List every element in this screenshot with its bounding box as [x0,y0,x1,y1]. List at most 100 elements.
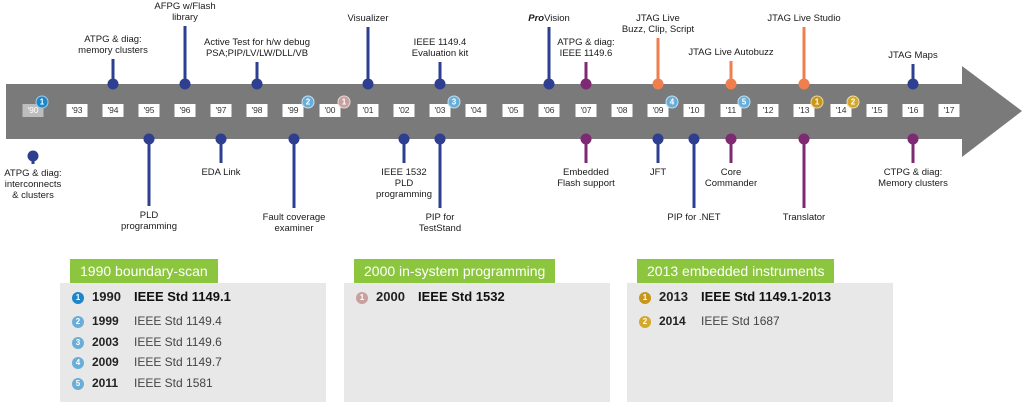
event-label: ATPG & diag: memory clusters [78,34,148,56]
standard-row: 1 2013 IEEE Std 1149.1-2013 [639,290,831,304]
event-connector [584,62,588,84]
standard-badge: 5 [72,377,84,390]
event-connector [911,64,915,84]
standard-badge: 1 [639,292,651,304]
standard-badge: 2 [639,316,651,328]
standard-row: 2 2014 IEEE Std 1687 [639,314,780,328]
event-connector [729,139,733,163]
event-connector [402,139,406,163]
event-marker [543,78,555,90]
standard-year: 2014 [659,314,686,328]
standard-year: 2000 [376,289,405,304]
event-marker [27,150,39,162]
event-marker [688,133,700,145]
year-tick: '12 [757,104,779,117]
event-connector [656,139,660,163]
event-marker [652,133,664,145]
event-connector [255,62,259,84]
panel-header-embedded-instruments: 2013 embedded instruments [637,259,835,283]
standard-badge: 1 [72,292,84,304]
event-label: ATPG & diag: IEEE 1149.6 [557,37,615,59]
event-marker [434,78,446,90]
event-label: Active Test for h/w debug PSA;PIP/LV/LW/… [204,37,310,59]
event-label: PLD programming [121,210,177,232]
event-connector [656,38,660,84]
event-label: EDA Link [201,167,241,178]
standard-year: 2009 [92,355,119,369]
panel-in-system-programming [344,283,610,402]
event-marker [798,78,810,90]
year-tick: '95 [138,104,160,117]
event-label: JTAG Live Autobuzz [688,47,774,58]
year-tick: '14 [830,104,852,117]
year-tick: '94 [102,104,124,117]
event-marker [580,78,592,90]
standard-name: IEEE Std 1581 [134,375,213,390]
standard-name: IEEE Std 1149.1-2013 [701,289,832,304]
year-tick: '11 [720,104,742,117]
standard-badge: 4 [665,95,679,109]
standard-badge: 4 [72,357,84,369]
event-connector [292,139,296,208]
event-marker [434,133,446,145]
event-label: ATPG & diag: interconnects & clusters [4,168,62,201]
event-connector [802,139,806,208]
event-label: IEEE 1149.4 Evaluation kit [411,37,469,59]
year-tick: '01 [357,104,379,117]
standard-year: 2013 [659,289,688,304]
event-label: JTAG Live Studio [767,13,841,24]
year-tick: '17 [938,104,960,117]
year-tick: '97 [210,104,232,117]
year-tick: '04 [465,104,487,117]
standard-name: IEEE Std 1687 [701,314,780,328]
panel-header-in-system-programming: 2000 in-system programming [354,259,556,283]
year-tick: '13 [793,104,815,117]
event-marker [798,133,810,145]
event-marker [251,78,263,90]
event-marker [652,78,664,90]
event-label: IEEE 1532 PLD programming [376,167,432,200]
event-label: PIP for .NET [667,212,721,223]
year-tick: '96 [174,104,196,117]
event-label: Embedded Flash support [557,167,615,189]
event-connector [729,61,733,84]
year-tick: '93 [66,104,88,117]
standard-badge: 3 [447,95,461,109]
year-tick: '10 [683,104,705,117]
event-marker [288,133,300,145]
year-tick: '00 [319,104,341,117]
standard-name: IEEE Std 1149.6 [134,334,222,349]
standard-badge: 1 [35,95,49,109]
year-tick: '08 [611,104,633,117]
event-label: PIP for TestStand [418,212,462,234]
year-tick: '98 [246,104,268,117]
year-tick: '06 [538,104,560,117]
event-connector [584,139,588,163]
standard-name: IEEE Std 1532 [418,289,505,304]
event-marker [398,133,410,145]
event-label: Visualizer [347,13,389,24]
event-marker [107,78,119,90]
standard-name: IEEE Std 1149.1 [134,289,231,304]
event-label: Translator [782,212,826,223]
year-tick: '03 [429,104,451,117]
standard-badge: 1 [337,95,351,109]
standard-badge: 2 [301,95,315,109]
event-label: JTAG Maps [888,50,938,61]
year-tick: '07 [575,104,597,117]
year-tick: '15 [866,104,888,117]
standard-badge: 1 [810,95,824,109]
event-label: ProVision [528,13,570,24]
year-tick: '05 [502,104,524,117]
event-connector [438,62,442,84]
standard-badge: 5 [737,95,751,109]
panel-embedded-instruments [627,283,893,402]
event-marker [179,78,191,90]
year-tick: '16 [902,104,924,117]
event-label: CTPG & diag: Memory clusters [878,167,948,189]
standard-row: 5 2011 IEEE Std 1581 [72,376,213,390]
event-label: JFT [649,167,667,178]
standard-year: 2011 [92,375,119,390]
